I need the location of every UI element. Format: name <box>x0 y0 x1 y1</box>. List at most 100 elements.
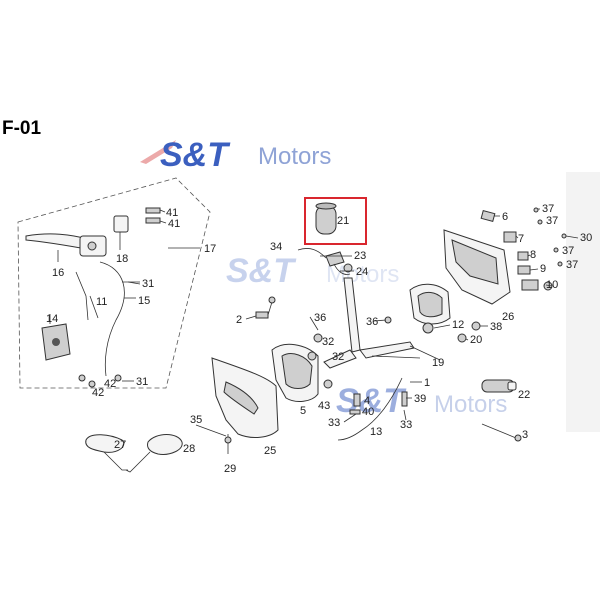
watermark-suffix: Motors <box>434 391 507 418</box>
leader-34 <box>297 248 327 259</box>
callout-33: 33 <box>328 417 340 429</box>
callout-20: 20 <box>470 334 482 346</box>
callout-27: 27 <box>114 439 126 451</box>
grip-22 <box>481 379 517 393</box>
callout-17: 17 <box>204 243 216 255</box>
watermark-middle: S&T Motors <box>226 252 399 290</box>
callout-37: 37 <box>562 245 574 257</box>
callout-labels: 21 41 41 17 16 18 31 15 11 14 42 42 31 2… <box>46 203 592 475</box>
callout-35: 35 <box>190 414 202 426</box>
callout-39: 39 <box>414 393 426 405</box>
callout-26: 26 <box>502 311 514 323</box>
callout-23: 23 <box>354 250 366 262</box>
callout-37: 37 <box>546 215 558 227</box>
nut-38 <box>471 321 481 331</box>
bolts-41 <box>145 207 161 224</box>
rod-19 <box>371 355 421 359</box>
callout-1: 1 <box>424 377 430 389</box>
callout-5: 5 <box>300 405 306 417</box>
bolt-32b <box>307 351 317 361</box>
nut-20 <box>457 333 467 343</box>
screw-2 <box>255 296 276 319</box>
rod-3 <box>481 423 517 439</box>
callout-19: 19 <box>432 357 444 369</box>
meter-housing <box>409 283 451 325</box>
callout-31: 31 <box>142 278 154 290</box>
callout-14: 14 <box>46 313 58 325</box>
cable-15 <box>99 261 125 377</box>
callout-34: 34 <box>270 241 282 253</box>
washer-40 <box>349 409 361 415</box>
callout-43: 43 <box>318 400 330 412</box>
background-panel <box>566 172 600 432</box>
callout-40: 40 <box>362 406 374 418</box>
watermark-brand: S&T <box>336 382 407 420</box>
mirror-right <box>125 434 183 473</box>
callout-32: 32 <box>332 351 344 363</box>
callout-12: 12 <box>452 319 464 331</box>
watermark-top: S&T Motors <box>140 136 331 174</box>
callout-24: 24 <box>356 266 368 278</box>
callout-22: 22 <box>518 389 530 401</box>
leader-lines <box>122 208 579 437</box>
callout-3: 3 <box>522 429 528 441</box>
bolt-32 <box>313 333 323 343</box>
callout-21: 21 <box>337 215 349 227</box>
callout-42: 42 <box>92 387 104 399</box>
clip-23-24 <box>325 251 353 275</box>
callout-30: 30 <box>580 232 592 244</box>
left-assembly-outline <box>17 177 211 389</box>
cable-13 <box>337 377 403 441</box>
watermark-swoosh-icon <box>140 140 176 164</box>
callout-29: 29 <box>224 463 236 475</box>
callout-4: 4 <box>364 395 370 407</box>
callout-2: 2 <box>236 314 242 326</box>
callout-38: 38 <box>490 321 502 333</box>
brake-lever <box>25 233 107 257</box>
handlebar-assembly <box>323 277 441 369</box>
callout-41: 41 <box>168 218 180 230</box>
callout-18: 18 <box>116 253 128 265</box>
callout-16: 16 <box>52 267 64 279</box>
callout-31: 31 <box>136 376 148 388</box>
callout-36: 36 <box>314 312 326 324</box>
callout-37: 37 <box>542 203 554 215</box>
switches-cluster <box>480 207 567 291</box>
watermark-brand: S&T <box>160 136 231 174</box>
callout-13: 13 <box>370 426 382 438</box>
callout-6: 6 <box>502 211 508 223</box>
callout-25: 25 <box>264 445 276 457</box>
callout-15: 15 <box>138 295 150 307</box>
callout-32: 32 <box>322 336 334 348</box>
watermark-bottom: S&T Motors <box>336 382 507 420</box>
callout-36: 36 <box>366 316 378 328</box>
switch-14 <box>41 323 71 361</box>
callout-41: 41 <box>166 207 178 219</box>
callout-28: 28 <box>183 443 195 455</box>
watermark-brand: S&T <box>226 252 297 290</box>
callout-37: 37 <box>566 259 578 271</box>
callout-9: 9 <box>540 263 546 275</box>
watermark-suffix: Motors <box>258 143 331 170</box>
mirror-left <box>85 434 128 471</box>
clamp-part <box>113 215 129 233</box>
front-cover-25 <box>211 357 279 438</box>
watermark-suffix: Motors <box>326 261 399 288</box>
callout-11: 11 <box>96 296 107 308</box>
callout-33: 33 <box>400 419 412 431</box>
wire-11 <box>75 271 99 321</box>
callout-8: 8 <box>530 249 536 261</box>
bolt-4 <box>353 393 361 407</box>
callout-7: 7 <box>518 233 524 245</box>
dash-panel-26 <box>443 229 511 305</box>
diagram-title: F-01 <box>2 118 42 139</box>
screws-42 <box>78 374 122 388</box>
bolt-43 <box>323 379 333 389</box>
ring-12 <box>422 322 434 334</box>
part-21-grip <box>315 202 337 235</box>
callout-42: 42 <box>104 378 116 390</box>
highlight-box <box>304 197 367 245</box>
headlight-5 <box>271 343 319 402</box>
bolt-39 <box>401 391 408 407</box>
